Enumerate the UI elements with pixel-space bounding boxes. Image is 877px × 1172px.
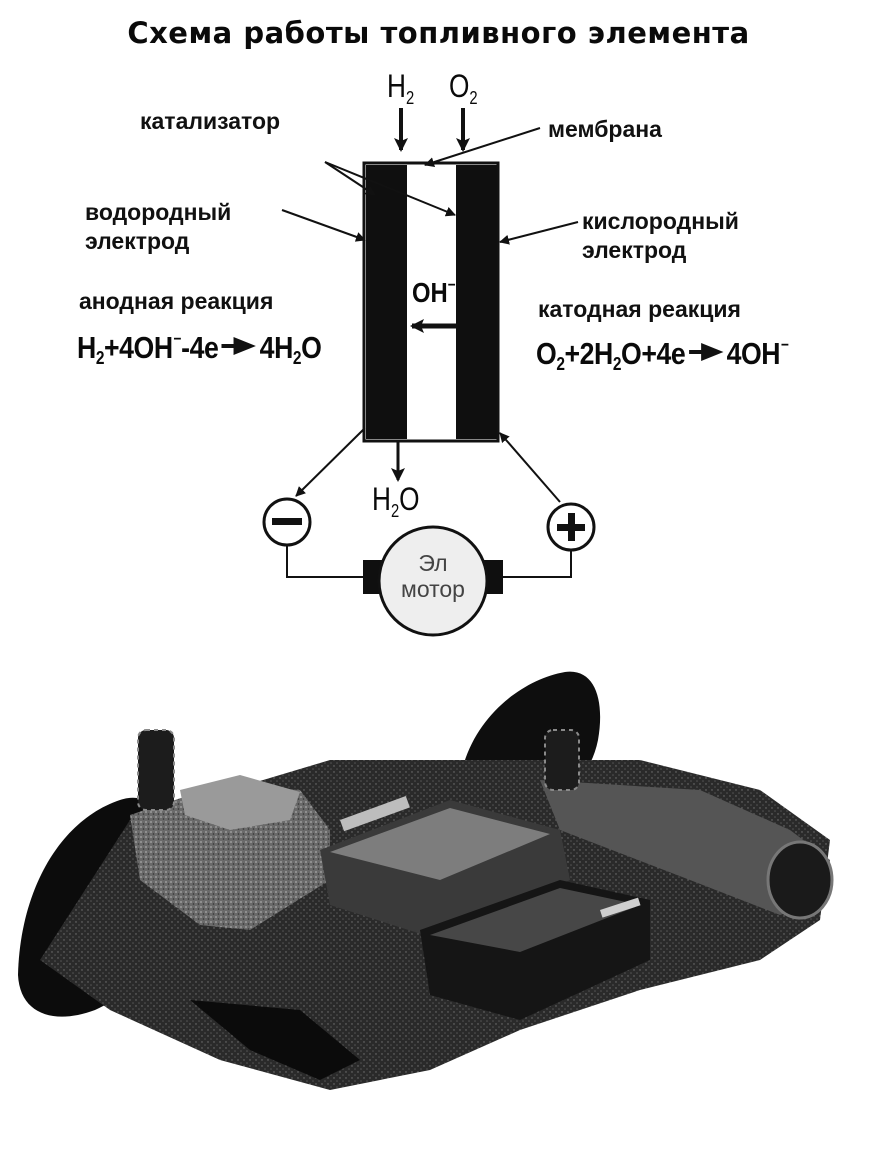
cathode-eq-p4: 4OH	[726, 336, 781, 371]
anode-reaction-arrow	[221, 337, 257, 355]
cathode-reaction-arrow	[688, 343, 724, 361]
membrane-pointer	[424, 127, 541, 168]
stack-top	[330, 808, 550, 880]
o2-sub: 2	[469, 88, 478, 108]
catalyst-pointer-2	[324, 161, 456, 217]
detail-bar	[340, 796, 410, 832]
anode-eq-p1: H	[77, 330, 96, 365]
motor-wire-right	[500, 550, 572, 578]
catalyst-pointer-1	[324, 161, 376, 196]
anode-eq-p3: -4e	[181, 330, 219, 365]
minus-sign	[272, 518, 302, 525]
h2-input-label: H2	[387, 68, 414, 109]
water-tail: O	[399, 481, 420, 517]
anode-eq-sup1: −	[173, 331, 182, 348]
membrane-label: мембрана	[548, 116, 662, 142]
anode-eq-s1: 2	[95, 348, 105, 368]
water-sub: 2	[390, 501, 400, 521]
anode-eq-p4: 4H	[259, 330, 294, 365]
anode-eq-p2: +4OH	[104, 330, 173, 365]
front-suspension	[190, 1000, 360, 1080]
chassis-photo	[18, 671, 834, 1090]
oxygen-electrode-pointer	[499, 221, 579, 245]
anode-wire	[295, 427, 366, 497]
page-title: Схема работы топливного элемента	[127, 16, 750, 50]
cathode-eq-s2: 2	[612, 354, 622, 374]
hydrogen-electrode	[366, 165, 407, 439]
motor-label-line1: Эл	[418, 550, 448, 576]
spring-left	[137, 729, 175, 811]
water-output-label: H2O	[372, 481, 420, 522]
oxygen-electrode-label-2: электрод	[582, 237, 687, 263]
ion-sup: −	[447, 277, 456, 294]
detail-bar-2	[600, 897, 641, 918]
h2-sub: 2	[405, 88, 415, 108]
cathode-eq-p3: O+4e	[621, 336, 686, 371]
h2-base: H	[387, 68, 406, 104]
motor-label-line2: мотор	[401, 576, 465, 602]
hydrogen-electrode-pointer	[281, 209, 366, 242]
motor-wire-left	[286, 545, 365, 578]
ion-base: OH	[412, 277, 448, 308]
o2-base: O	[449, 68, 470, 104]
oxygen-electrode	[456, 165, 497, 439]
fuel-cell	[362, 161, 500, 443]
plus-sign-v	[568, 513, 575, 541]
motor	[377, 525, 489, 637]
rear-hub	[766, 840, 834, 920]
cathode-eq-s1: 2	[556, 354, 565, 374]
cathode-eq-sup1: −	[780, 337, 789, 354]
cathode-reaction-label: катодная реакция	[538, 296, 741, 322]
oxygen-electrode-label-1: кислородный	[582, 208, 739, 234]
spring-right	[544, 729, 580, 791]
anode-eq-s2: 2	[292, 348, 302, 368]
battery-top	[430, 888, 640, 952]
hydroxide-ion-label: OH−	[412, 277, 456, 309]
anode-eq-p5: O	[301, 330, 322, 365]
anode-reaction-label: анодная реакция	[79, 288, 274, 314]
cathode-wire	[499, 432, 561, 503]
hydrogen-electrode-label-1: водородный	[85, 199, 232, 225]
rear-axle	[540, 780, 830, 915]
water-base: H	[372, 481, 391, 517]
hydrogen-electrode-label-2: электрод	[85, 228, 190, 254]
cathode-eq-p1: O	[536, 336, 557, 371]
catalyst-label: катализатор	[140, 108, 281, 134]
engine-top	[180, 775, 300, 830]
o2-input-label: O2	[449, 68, 478, 109]
cathode-eq-p2: +2H	[564, 336, 614, 371]
